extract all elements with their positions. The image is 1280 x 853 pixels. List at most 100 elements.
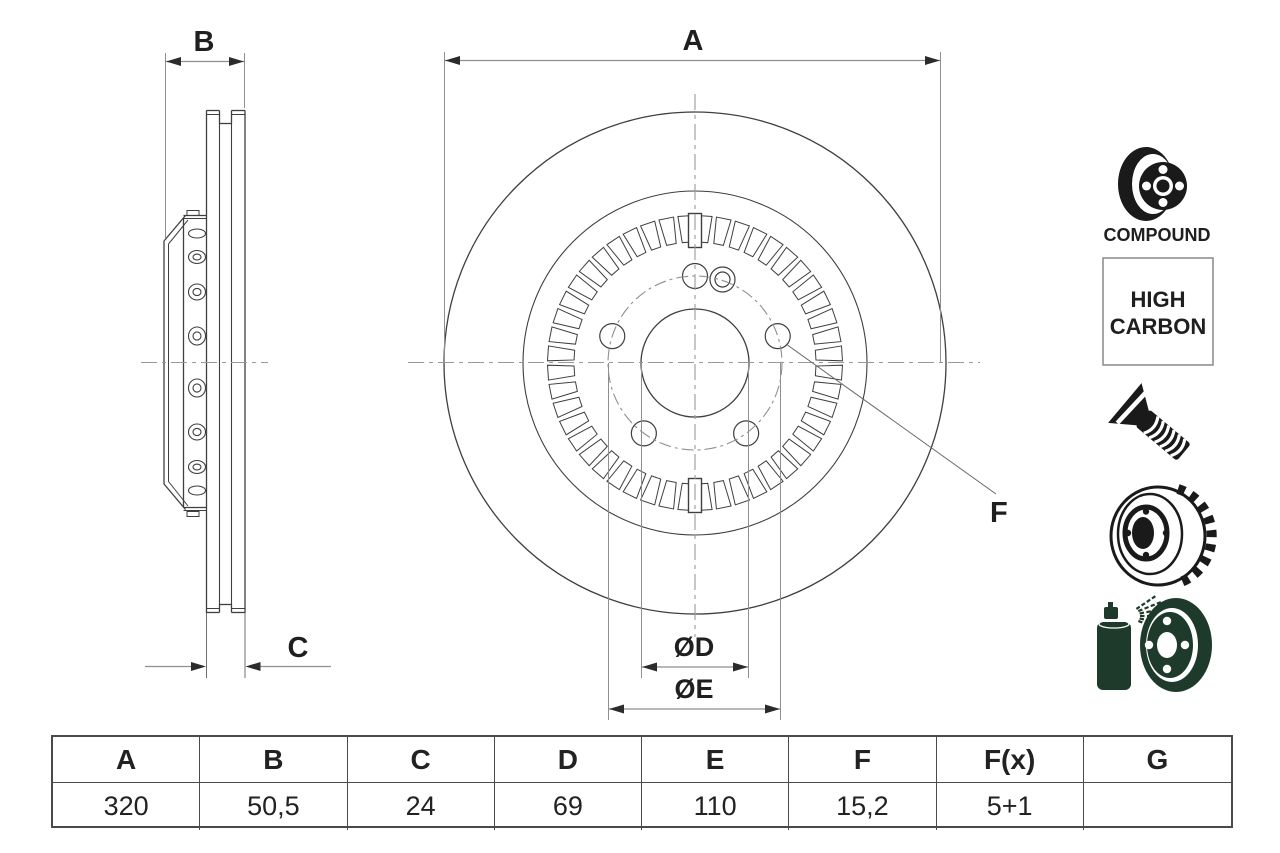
countersunk-screw-icon — [1108, 383, 1190, 460]
tone-ring-tooth — [558, 290, 590, 315]
side-tone-ring-element-inner — [192, 383, 202, 393]
dimension-d: ØD — [641, 363, 749, 678]
tone-ring-tooth — [658, 480, 677, 510]
spray-dash — [1146, 610, 1151, 614]
table-value-F(x): 5+1 — [937, 783, 1084, 830]
vented-disc-icon — [1109, 484, 1217, 588]
tone-ring-tooth — [591, 246, 620, 276]
abs-tone-ring — [546, 214, 844, 512]
dimension-a: A — [444, 25, 941, 363]
table-header-G: G — [1083, 737, 1231, 783]
tone-ring-tooth — [567, 425, 598, 452]
tone-ring-tooth — [728, 220, 751, 251]
tone-ring-tooth — [639, 475, 662, 506]
spray-dash — [1146, 598, 1151, 603]
locating-pin-hole — [709, 266, 736, 293]
tone-ring-tooth — [812, 381, 842, 400]
tone-ring-tooth — [713, 480, 732, 510]
dimension-c: C — [145, 613, 331, 678]
centerlines — [141, 94, 980, 637]
tone-ring-tooth — [814, 364, 844, 381]
tone-ring-tooth — [578, 438, 608, 467]
hat-profile — [163, 210, 207, 517]
side-tone-ring-element — [187, 228, 207, 239]
tone-ring-tooth — [792, 274, 823, 301]
dimension-e: ØE — [608, 363, 781, 720]
dimension-b: B — [165, 26, 245, 238]
tone-ring-tooth — [800, 411, 832, 436]
bolt-hole — [733, 420, 760, 447]
side-tone-ring-element — [187, 423, 207, 441]
side-view — [163, 109, 246, 614]
tone-ring-tooth — [770, 450, 799, 480]
table-value-A: 320 — [53, 783, 201, 830]
tone-ring-tooth — [639, 220, 662, 251]
spray-dash — [1139, 611, 1145, 615]
tone-ring-tooth — [800, 290, 832, 315]
side-tone-ring-element-inner — [192, 331, 202, 341]
side-tone-ring-element-inner — [192, 427, 202, 437]
table-value-D: 69 — [495, 783, 642, 830]
tone-ring-tooth — [622, 468, 647, 500]
dimension-d-label: ØD — [674, 632, 715, 662]
spray-dash — [1144, 605, 1149, 610]
table-value-G — [1084, 783, 1231, 830]
tone-ring-tooth — [807, 307, 838, 330]
bolt-circle-centerline — [607, 275, 783, 451]
side-tone-ring-element-inner — [192, 463, 202, 471]
tone-ring-tooth — [606, 235, 633, 266]
tone-ring-tooth — [743, 226, 768, 258]
tone-ring-tooth — [743, 468, 768, 500]
side-tone-ring-element — [187, 283, 207, 301]
table-value-F: 15,2 — [789, 783, 937, 830]
tone-ring-tooth — [728, 475, 751, 506]
tone-ring-tooth — [782, 438, 812, 467]
table-value-C: 24 — [348, 783, 495, 830]
tone-ring-tooth — [622, 226, 647, 258]
table-value-E: 110 — [642, 783, 790, 830]
spray-dash — [1156, 601, 1162, 605]
spray-dash — [1137, 608, 1143, 613]
tone-ring-tooth — [757, 235, 784, 266]
dimension-b-label: B — [194, 26, 215, 58]
tone-ring-tooth — [546, 345, 576, 362]
tone-ring-tooth — [548, 326, 578, 345]
spray-dash — [1151, 595, 1156, 600]
side-tone-ring-element — [187, 485, 207, 496]
dimension-c-label: C — [288, 632, 309, 664]
tone-ring-tooth — [757, 460, 784, 491]
tone-ring-tooth — [770, 246, 799, 276]
tone-ring-tooth — [548, 381, 578, 400]
table-header-A: A — [53, 737, 201, 783]
tone-ring-tooth — [558, 411, 590, 436]
bolt-hole — [764, 323, 791, 350]
tone-ring-tooth — [567, 274, 598, 301]
spray-dash — [1140, 602, 1146, 607]
tone-ring-tooth — [807, 396, 838, 419]
table-header-E: E — [642, 737, 790, 783]
spray-dash — [1137, 619, 1143, 624]
high-carbon-line1: HIGH — [1131, 287, 1186, 312]
compound-label: COMPOUND — [1104, 225, 1211, 245]
tone-ring-tooth — [792, 425, 823, 452]
side-tone-ring-element — [187, 378, 207, 398]
tone-ring-tooth — [713, 216, 732, 246]
table-header-F(x): F(x) — [936, 737, 1084, 783]
high-carbon-badge: HIGH CARBON — [1102, 257, 1214, 366]
tone-ring-tooth — [591, 450, 620, 480]
tone-ring-tooth — [812, 326, 842, 345]
spray-dash — [1135, 605, 1141, 610]
tone-ring-tooth — [552, 396, 583, 419]
tone-ring-tooth — [546, 364, 576, 381]
tone-ring-tooth — [578, 259, 608, 288]
table-header-C: C — [347, 737, 495, 783]
table-header-F: F — [789, 737, 937, 783]
tone-ring-tooth — [552, 307, 583, 330]
high-carbon-line2: CARBON — [1110, 314, 1207, 339]
table-header-D: D — [494, 737, 642, 783]
tone-ring-tooth — [782, 259, 812, 288]
compound-disc-icon — [1118, 147, 1187, 221]
